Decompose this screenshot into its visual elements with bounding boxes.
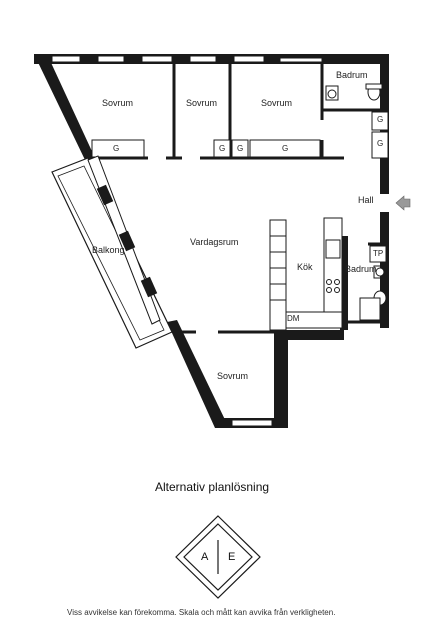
room-label-hall: Hall xyxy=(358,195,374,205)
entrance-arrow-icon xyxy=(395,195,411,211)
room-label-sovrum-4: Sovrum xyxy=(217,371,249,381)
logo-letter-left: A xyxy=(201,551,209,563)
room-label-badrum-mid: Badrum xyxy=(345,264,377,274)
room-label-sovrum-1: Sovrum xyxy=(102,98,134,108)
closet-label: G xyxy=(377,139,384,148)
room-label-balkong: Balkong xyxy=(92,245,125,255)
closet-label: G xyxy=(237,144,244,153)
room-label-sovrum-2: Sovrum xyxy=(186,98,218,108)
closet-label: G xyxy=(219,144,226,153)
closets xyxy=(91,111,389,263)
tp-label: TP xyxy=(373,249,384,258)
closet-label: G xyxy=(113,144,120,153)
dm-label: DM xyxy=(287,314,300,323)
windows xyxy=(51,55,323,427)
interior-walls xyxy=(96,64,388,334)
logo-letter-right: E xyxy=(228,551,236,563)
closet-label: G xyxy=(282,144,289,153)
room-label-badrum-top: Badrum xyxy=(336,70,368,80)
bathroom-fixtures xyxy=(325,83,387,321)
room-label-vardagsrum: Vardagsrum xyxy=(190,237,239,247)
balcony xyxy=(51,155,173,349)
logo xyxy=(175,515,261,599)
closet-label: G xyxy=(377,115,384,124)
room-label-sovrum-3: Sovrum xyxy=(261,98,293,108)
plan-title: Alternativ planlösning xyxy=(155,480,270,494)
room-label-kok: Kök xyxy=(297,262,313,272)
kitchen xyxy=(269,217,343,331)
disclaimer: Viss avvikelse kan förekomma. Skala och … xyxy=(67,608,336,617)
